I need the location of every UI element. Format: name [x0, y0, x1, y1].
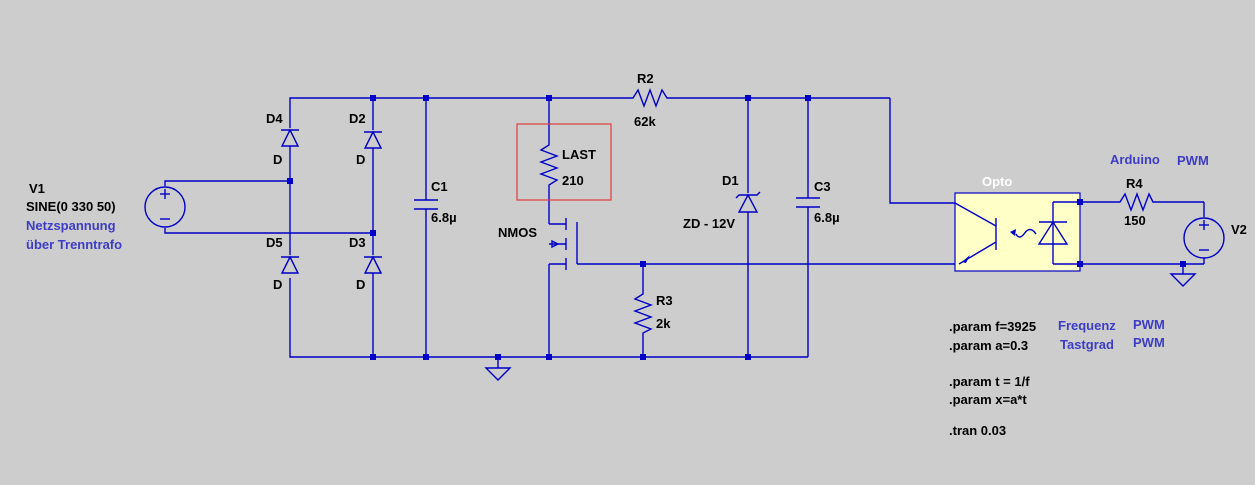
directive-param-x[interactable]: .param x=a*t — [949, 392, 1027, 407]
v2-name-label: V2 — [1231, 222, 1247, 237]
zener-diode-d1-symbol[interactable] — [735, 191, 761, 213]
capacitor-c1-symbol[interactable] — [414, 199, 438, 210]
resistor-last-symbol[interactable] — [539, 138, 559, 192]
arduino-comment-label: Arduino — [1110, 152, 1160, 167]
c3-name-label: C3 — [814, 179, 831, 194]
r3-value-label: 2k — [656, 316, 671, 331]
ground-symbol-main — [484, 367, 512, 381]
v1-name-label: V1 — [29, 181, 45, 196]
capacitor-c3-symbol[interactable] — [796, 197, 820, 208]
comment-frequenz: Frequenz — [1058, 318, 1116, 333]
nmos-transistor-symbol[interactable] — [549, 218, 578, 270]
directive-param-a[interactable]: .param a=0.3 — [949, 338, 1028, 353]
directive-param-f[interactable]: .param f=3925 — [949, 319, 1036, 334]
d5-name-label: D5 — [266, 235, 283, 250]
v2-source-symbol[interactable] — [1183, 217, 1225, 259]
r2-value-label: 62k — [634, 114, 656, 129]
resistor-r4-symbol[interactable] — [1115, 192, 1157, 212]
v1-comment-line1: Netzspannung — [26, 218, 116, 233]
c1-value-label: 6.8µ — [431, 210, 457, 225]
d5-model-label: D — [273, 277, 282, 292]
d4-name-label: D4 — [266, 111, 283, 126]
comment-tastgrad-pwm: PWM — [1133, 335, 1165, 350]
load-highlight-box — [516, 123, 612, 201]
d2-model-label: D — [356, 152, 365, 167]
v1-comment-line2: über Trenntrafo — [26, 237, 122, 252]
pwm-comment-label: PWM — [1177, 153, 1209, 168]
resistor-r2-symbol[interactable] — [627, 88, 672, 108]
nmos-name-label: NMOS — [498, 225, 537, 240]
junctions — [287, 95, 1186, 360]
c1-name-label: C1 — [431, 179, 448, 194]
diode-d2-symbol[interactable] — [363, 130, 383, 149]
v1-value-label: SINE(0 330 50) — [26, 199, 116, 214]
r2-name-label: R2 — [637, 71, 654, 86]
diode-d5-symbol[interactable] — [280, 255, 300, 274]
d4-model-label: D — [273, 152, 282, 167]
d1-name-label: D1 — [722, 173, 739, 188]
opto-name-label: Opto — [982, 174, 1012, 189]
d1-model-label: ZD - 12V — [683, 216, 735, 231]
r4-value-label: 150 — [1124, 213, 1146, 228]
last-name-label: LAST — [562, 147, 596, 162]
r3-name-label: R3 — [656, 293, 673, 308]
diode-d3-symbol[interactable] — [363, 255, 383, 274]
r4-name-label: R4 — [1126, 176, 1143, 191]
directive-tran[interactable]: .tran 0.03 — [949, 423, 1006, 438]
diode-d4-symbol[interactable] — [280, 128, 300, 147]
directive-param-t[interactable]: .param t = 1/f — [949, 374, 1030, 389]
last-value-label: 210 — [562, 173, 584, 188]
d3-name-label: D3 — [349, 235, 366, 250]
v1-source-symbol[interactable] — [144, 186, 186, 228]
comment-frequenz-pwm: PWM — [1133, 317, 1165, 332]
c3-value-label: 6.8µ — [814, 210, 840, 225]
d2-name-label: D2 — [349, 111, 366, 126]
comment-tastgrad: Tastgrad — [1060, 337, 1114, 352]
optocoupler-symbol[interactable] — [954, 192, 1083, 272]
resistor-r3-symbol[interactable] — [633, 288, 653, 338]
d3-model-label: D — [356, 277, 365, 292]
ground-symbol-v2 — [1169, 273, 1197, 287]
